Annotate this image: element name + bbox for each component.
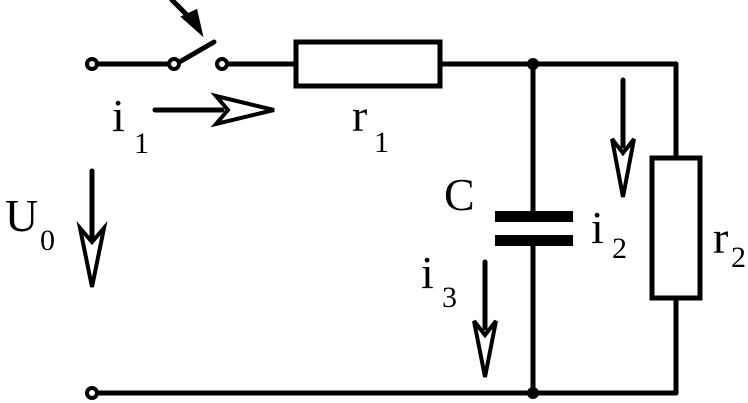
switch-contact-left: [167, 57, 181, 71]
arrow-i3-head: [472, 319, 498, 378]
terminal-top-left: [85, 57, 99, 71]
label-u0: U: [5, 190, 38, 241]
switch-actuator-stem: [169, 0, 189, 17]
label-r1-subscript: 1: [374, 126, 389, 159]
arrow-i1-head: [210, 92, 275, 128]
label-i1-subscript: 1: [134, 127, 149, 160]
capacitor-plate-top: [495, 211, 573, 222]
label-i2: i: [591, 202, 604, 253]
terminal-bottom-left: [85, 386, 99, 400]
label-u0-subscript: 0: [40, 224, 55, 257]
switch-actuator-arrowhead: [180, 8, 204, 38]
label-i2-subscript: 2: [612, 232, 627, 265]
label-i3: i: [421, 247, 434, 298]
label-r1: r: [352, 90, 367, 141]
capacitor-plate-bottom: [495, 235, 573, 246]
label-i1: i: [112, 90, 125, 141]
arrow-i2-head: [610, 137, 636, 198]
label-r2-subscript: 2: [731, 241, 746, 274]
junction-bottom: [527, 387, 539, 399]
switch-contact-right: [215, 57, 229, 71]
label-i3-subscript: 3: [442, 281, 457, 314]
resistor-r2: [649, 155, 703, 301]
label-capacitor: C: [444, 169, 475, 220]
arrow-u0-head: [76, 220, 108, 288]
junction-top: [527, 58, 539, 70]
resistor-r1: [293, 39, 443, 89]
label-r2: r: [713, 212, 728, 263]
switch-blade: [173, 39, 217, 67]
